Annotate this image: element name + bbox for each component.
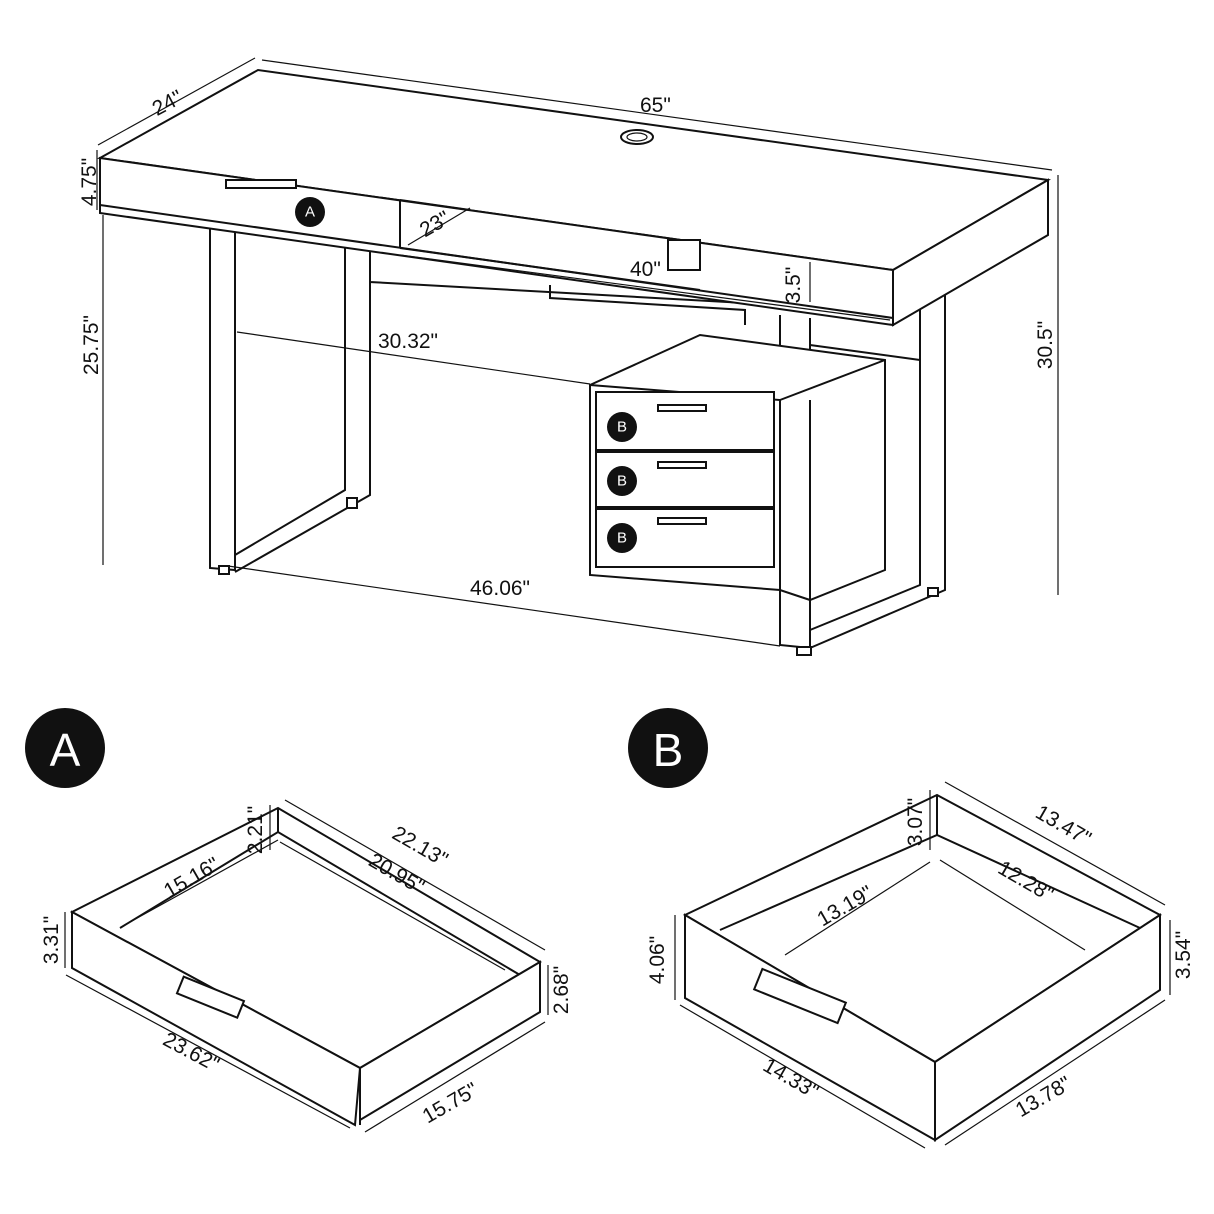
drawer-a-detail: A 2.21" 22.13" 15.16" 20.95" 3.31" 2.68"…: [25, 708, 573, 1133]
dim-leg-span: 46.06": [470, 577, 530, 600]
svg-text:A: A: [50, 724, 81, 776]
dim-b-inner-height: 3.07": [904, 798, 927, 846]
dim-knee-width: 30.32": [378, 330, 438, 353]
dim-b-front-height: 4.06": [646, 936, 669, 984]
desk-top: [96, 68, 1052, 327]
svg-text:B: B: [617, 473, 627, 490]
desk-drawing: A B B B 24" 65" 4.75" 23" 40" 3.5" 25.75…: [78, 57, 1059, 656]
dim-apron-height: 4.75": [78, 158, 101, 206]
dimension-lines: [96, 57, 1059, 647]
svg-text:B: B: [617, 530, 627, 547]
dim-b-outer-depth: 13.47": [1032, 801, 1095, 851]
dim-width: 65": [640, 94, 671, 117]
left-leg: [209, 215, 371, 575]
drawer-b-badge: B: [628, 708, 708, 788]
dim-a-inner-height: 2.21": [244, 806, 267, 854]
dim-a-front-height: 3.31": [40, 916, 63, 964]
dim-a-side-height: 2.68": [550, 966, 573, 1014]
dim-shelf-height: 3.5": [782, 267, 805, 304]
svg-text:A: A: [305, 204, 315, 221]
dim-total-height: 30.5": [1034, 321, 1057, 369]
callout-b-3: B: [607, 523, 637, 553]
dim-opening-width: 40": [630, 258, 661, 281]
dim-a-side-depth: 15.75": [419, 1078, 482, 1128]
grommet-icon: [620, 129, 654, 145]
dim-knee-height: 25.75": [80, 315, 103, 375]
drawer-a-badge: A: [25, 708, 105, 788]
callout-b-1: B: [607, 412, 637, 442]
file-cabinet: [589, 333, 886, 602]
svg-text:B: B: [653, 724, 684, 776]
callout-a: A: [295, 197, 325, 227]
drawer-b-detail: B 3.07" 13.47" 13.19" 12.28" 4.06" 3.54"…: [628, 708, 1195, 1149]
dim-b-side-height: 3.54": [1172, 931, 1195, 979]
svg-text:B: B: [617, 419, 627, 436]
callout-b-2: B: [607, 466, 637, 496]
